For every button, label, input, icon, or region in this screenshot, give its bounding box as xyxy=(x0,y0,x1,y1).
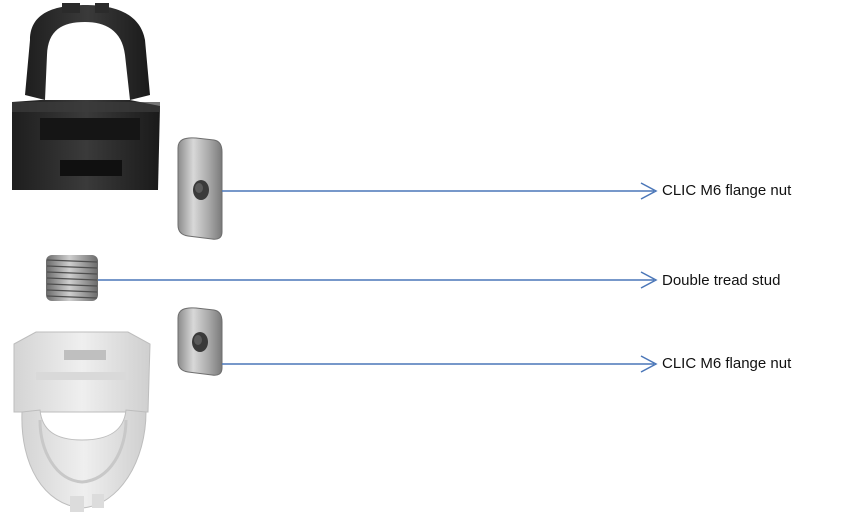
flange-nut-image-bottom xyxy=(177,307,223,376)
label-flange-nut-top: CLIC M6 flange nut xyxy=(662,182,792,199)
white-clip-image xyxy=(13,331,151,512)
arrow-to-flange-nut-bottom xyxy=(222,355,658,373)
arrow-to-flange-nut-top xyxy=(222,182,658,200)
label-flange-nut-bottom: CLIC M6 flange nut xyxy=(662,355,792,372)
flange-nut-image xyxy=(177,137,223,240)
label-double-thread-stud: Double tread stud xyxy=(662,272,781,289)
arrow-to-stud xyxy=(98,271,658,289)
stud-image xyxy=(46,255,98,301)
black-clip-image xyxy=(12,3,160,190)
